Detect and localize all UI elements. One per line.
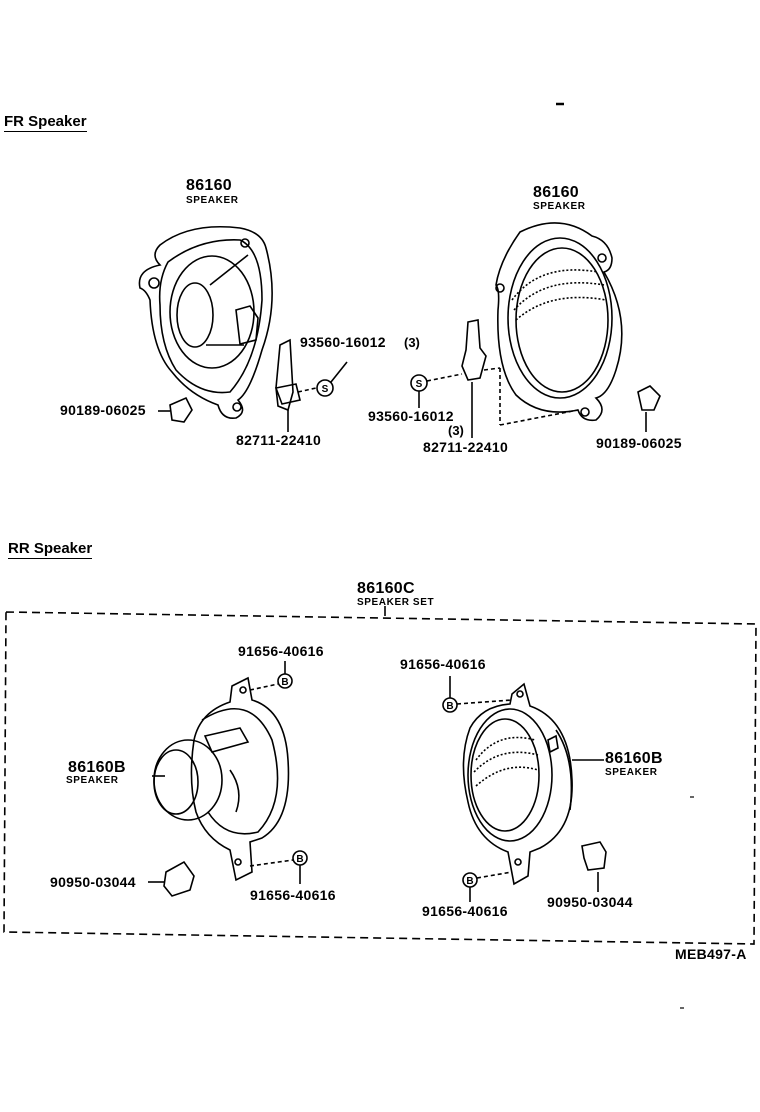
rr-set-name: SPEAKER SET [357, 597, 435, 608]
fr-left-speaker-name: SPEAKER [186, 195, 239, 206]
fr-left-mount-hole [148, 277, 160, 289]
rr-left-speaker-part-number: 86160B [68, 759, 126, 776]
rr-right-bolt-top-part-number: 91656-40616 [400, 656, 486, 672]
fr-left-terminal [235, 305, 259, 345]
rr-left-connector-part-number: 90950-03044 [50, 874, 136, 890]
rr-left-speaker-cap [153, 749, 199, 815]
fr-right-grommet-part-number: 90189-06025 [596, 435, 682, 451]
rr-set-part-number: 86160C [357, 580, 415, 597]
rr-left-bolt-bottom-part-number: 91656-40616 [250, 887, 336, 903]
rr-right-speaker-name: SPEAKER [605, 767, 658, 778]
rr-left-speaker-frame [190, 676, 290, 882]
fr-left-grommet-part-number: 90189-06025 [60, 402, 146, 418]
fr-right-speaker-part-number: 86160 [533, 184, 579, 201]
rr-right-speaker-drawing [442, 676, 607, 902]
fr-right-screw-qty: (3) [448, 423, 464, 438]
rr-left-bolt-bottom-symbol: B [296, 854, 303, 865]
fr-left-bracket-part-number: 82711-22410 [236, 432, 322, 448]
fr-left-speaker-rim [158, 239, 263, 394]
rr-right-speaker-part-number: 86160B [605, 750, 663, 767]
rr-left-speaker-drawing [148, 661, 308, 897]
rr-left-bolt-top-part-number: 91656-40616 [238, 643, 324, 659]
rr-right-speaker-grille [470, 718, 540, 832]
rr-speaker-set-box [3, 611, 757, 945]
rr-right-speaker-frame [462, 682, 573, 886]
fr-right-bracket [461, 319, 487, 381]
figure-code: MEB497-A [675, 946, 747, 962]
rr-left-speaker-name: SPEAKER [66, 775, 119, 786]
fr-left-speaker-frame [138, 225, 273, 420]
rr-left-speaker-basket [201, 708, 279, 835]
rr-right-bolt-bottom-part-number: 91656-40616 [422, 903, 508, 919]
fr-right-screw-symbol: S [416, 379, 423, 390]
fr-right-speaker-outer-rim [507, 237, 613, 399]
fr-left-speaker-cone [169, 255, 255, 369]
fr-left-bracket [275, 338, 294, 412]
fr-left-screw-qty: (3) [404, 335, 420, 350]
rr-right-connector-part-number: 90950-03044 [547, 894, 633, 910]
fr-right-screw-part-number: 93560-16012 [368, 408, 454, 424]
rr-section-title: RR Speaker [8, 540, 93, 559]
fr-right-speaker-grille [515, 247, 609, 393]
fr-right-speaker-name: SPEAKER [533, 201, 586, 212]
fr-section-title: FR Speaker [4, 113, 87, 132]
fr-left-screw-callout [316, 379, 334, 397]
rr-left-bolt-top-symbol: B [281, 677, 288, 688]
rr-right-bolt-bottom-symbol: B [466, 876, 473, 887]
fr-right-bracket-part-number: 82711-22410 [423, 439, 509, 455]
rr-right-connector [581, 841, 607, 871]
fr-right-speaker-frame [495, 222, 623, 422]
rr-left-connector [163, 860, 195, 897]
fr-left-speaker-part-number: 86160 [186, 177, 232, 194]
rr-right-bolt-top-symbol: B [446, 701, 453, 712]
fr-left-grommet [169, 396, 193, 423]
fr-right-grommet [637, 385, 661, 411]
fr-left-screw-part-number: 93560-16012 [300, 334, 386, 350]
fr-left-speaker-drawing [138, 225, 348, 432]
fr-left-speaker-magnet [176, 282, 214, 348]
fr-left-screw-symbol: S [322, 384, 329, 395]
rr-right-speaker-outer-rim [467, 708, 553, 842]
fr-right-speaker-drawing [410, 222, 661, 438]
